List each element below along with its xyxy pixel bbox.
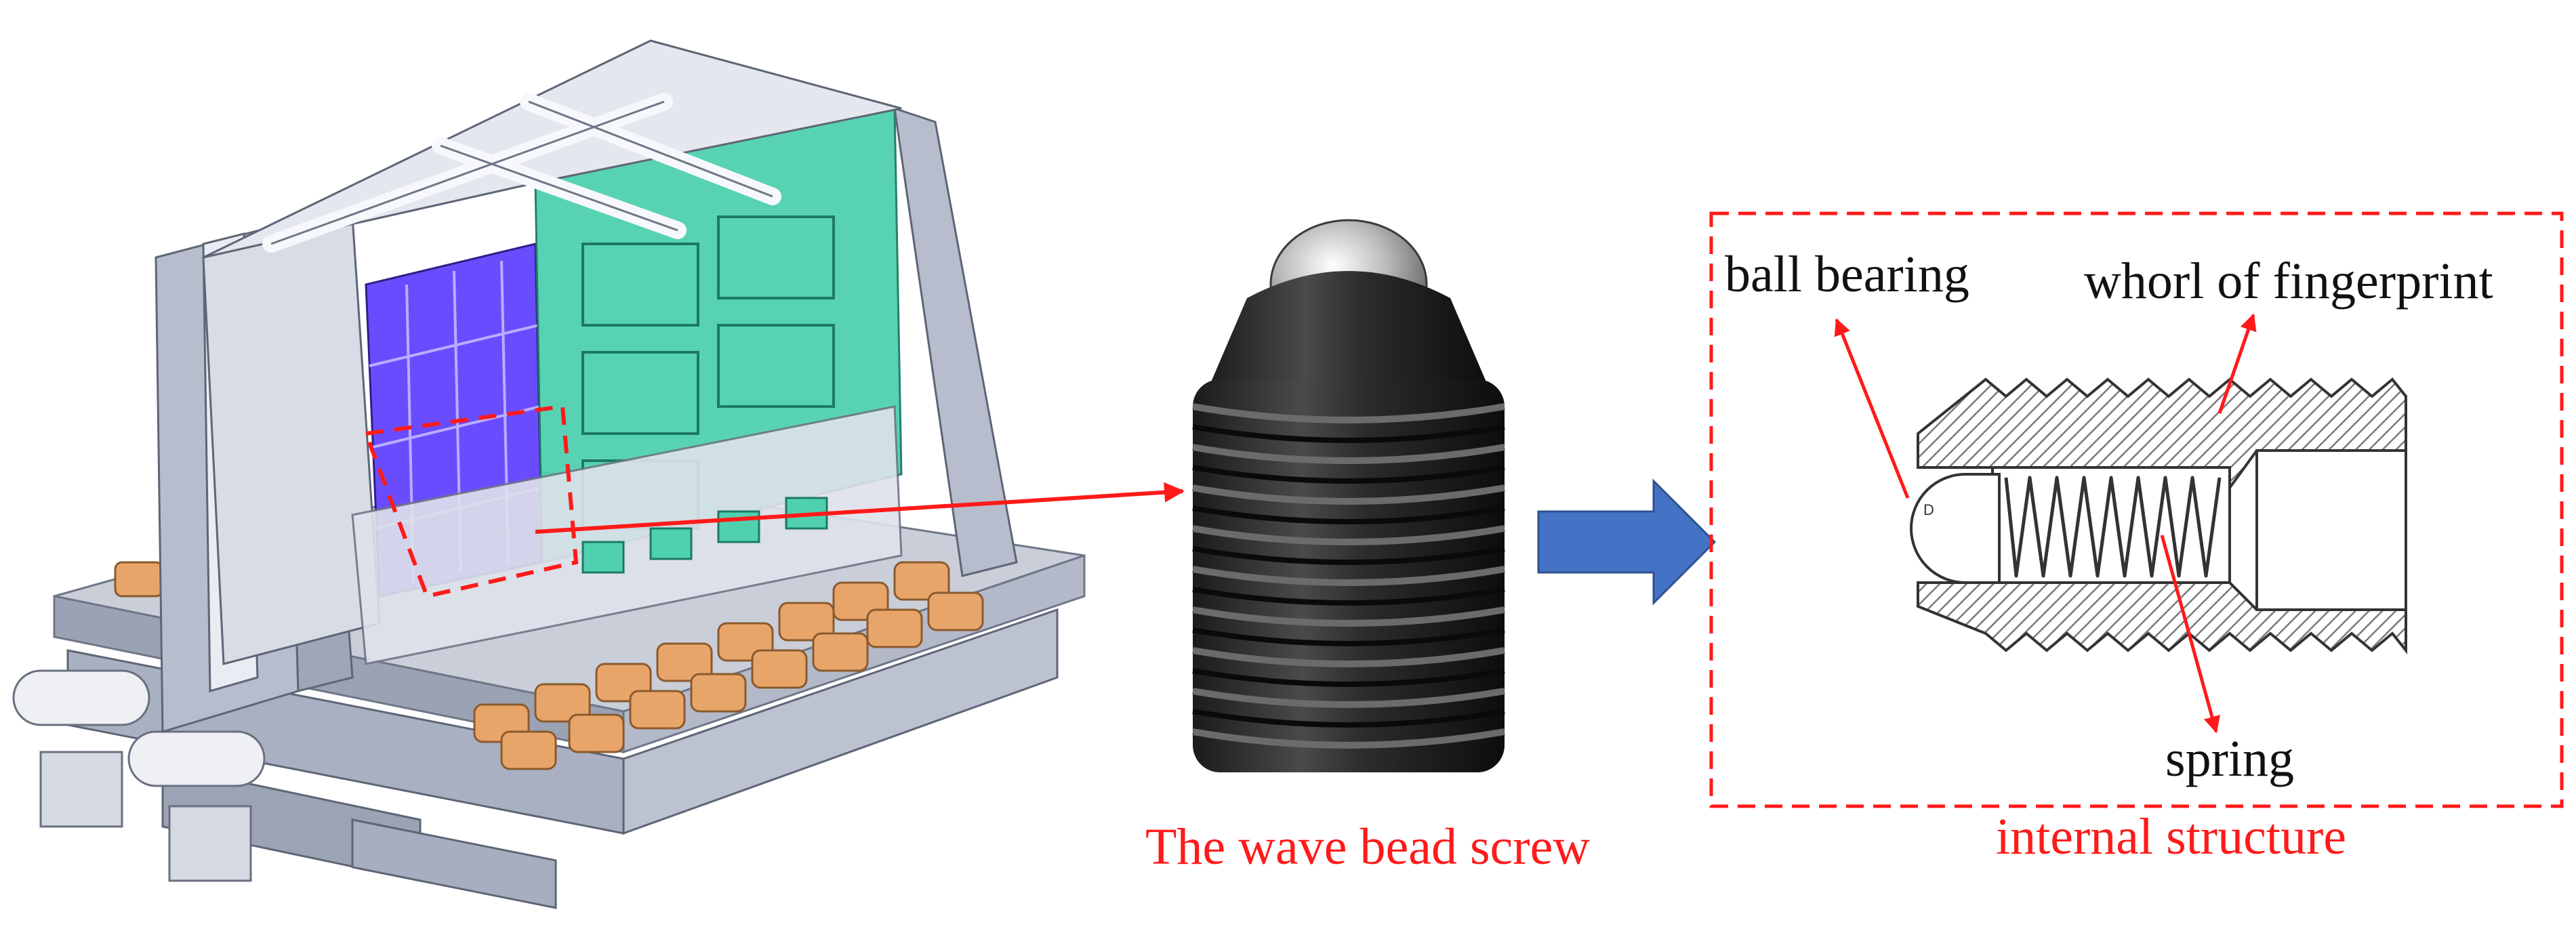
spring-coil xyxy=(2004,476,2222,578)
big-arrow-icon xyxy=(1537,478,1717,606)
caption-structure: internal structure xyxy=(1996,808,2346,865)
label-ball-bearing: ball bearing xyxy=(1725,246,1969,303)
structure-frame xyxy=(1709,211,2564,808)
label-whorl: whorl of fingerprint xyxy=(2084,253,2493,310)
screw-threads xyxy=(1192,403,1505,749)
wave-bead-screw xyxy=(1192,219,1505,772)
cross-section: D xyxy=(1910,377,2407,654)
label-spring: spring xyxy=(2165,730,2294,787)
coil-pads xyxy=(114,561,984,770)
highlight-region xyxy=(363,404,579,599)
arrow-whorl xyxy=(2217,313,2257,414)
caption-screw: The wave bead screw xyxy=(1145,818,1590,875)
cad-assembly xyxy=(12,39,1086,909)
ball-marker: D xyxy=(1923,501,1934,518)
pointer-arrow xyxy=(535,482,1185,534)
arrow-spring xyxy=(2160,535,2221,734)
roller xyxy=(12,669,150,726)
arrow-ball-bearing xyxy=(1834,318,1910,499)
ball-bearing-shape xyxy=(1910,473,2001,584)
